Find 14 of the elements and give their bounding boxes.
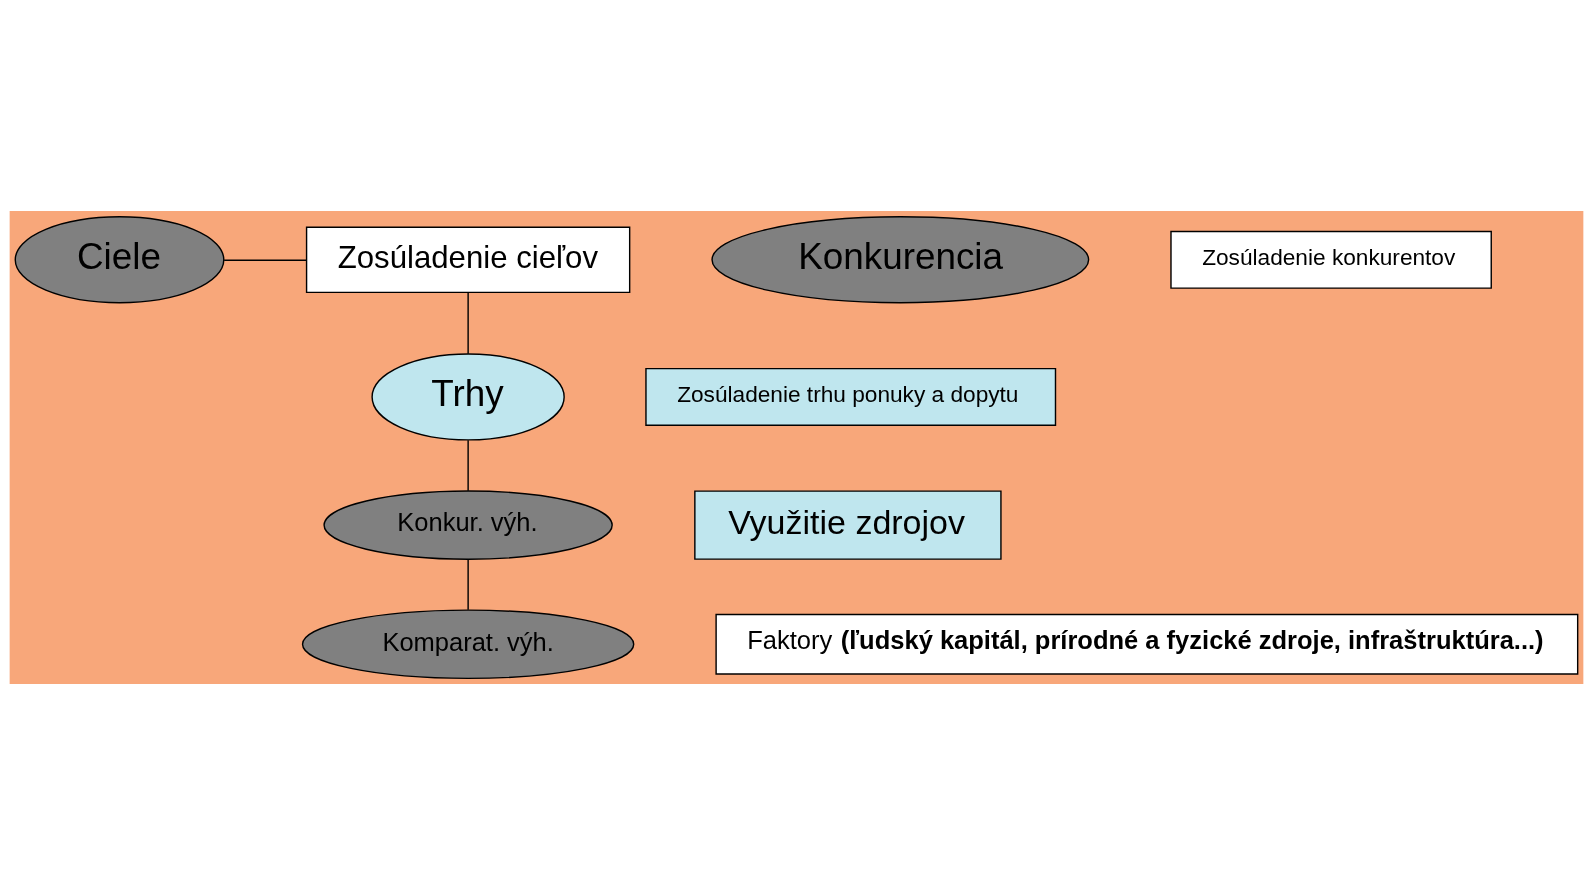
node-box: Zosúladenie trhu ponuky a dopytu [645, 367, 1057, 426]
connector [467, 558, 469, 611]
node-ellipse: Ciele [14, 216, 225, 304]
node-box: Zosúladenie cieľov [305, 226, 631, 294]
connector [223, 259, 307, 261]
node-ellipse: Konkurencia [711, 216, 1090, 304]
node-ellipse: Trhy [371, 353, 565, 441]
connector [467, 292, 469, 355]
node-box: Zosúladenie konkurentov [1170, 230, 1492, 289]
connector [467, 439, 469, 492]
node-box: Využitie zdrojov [694, 490, 1002, 560]
node-box: Faktory (ľudský kapitál, prírodné a fyzické zdroje, infraštruktúra...) [715, 613, 1579, 675]
node-ellipse: Konkur. výh. [323, 490, 613, 560]
node-ellipse: Komparat. výh. [301, 609, 635, 680]
